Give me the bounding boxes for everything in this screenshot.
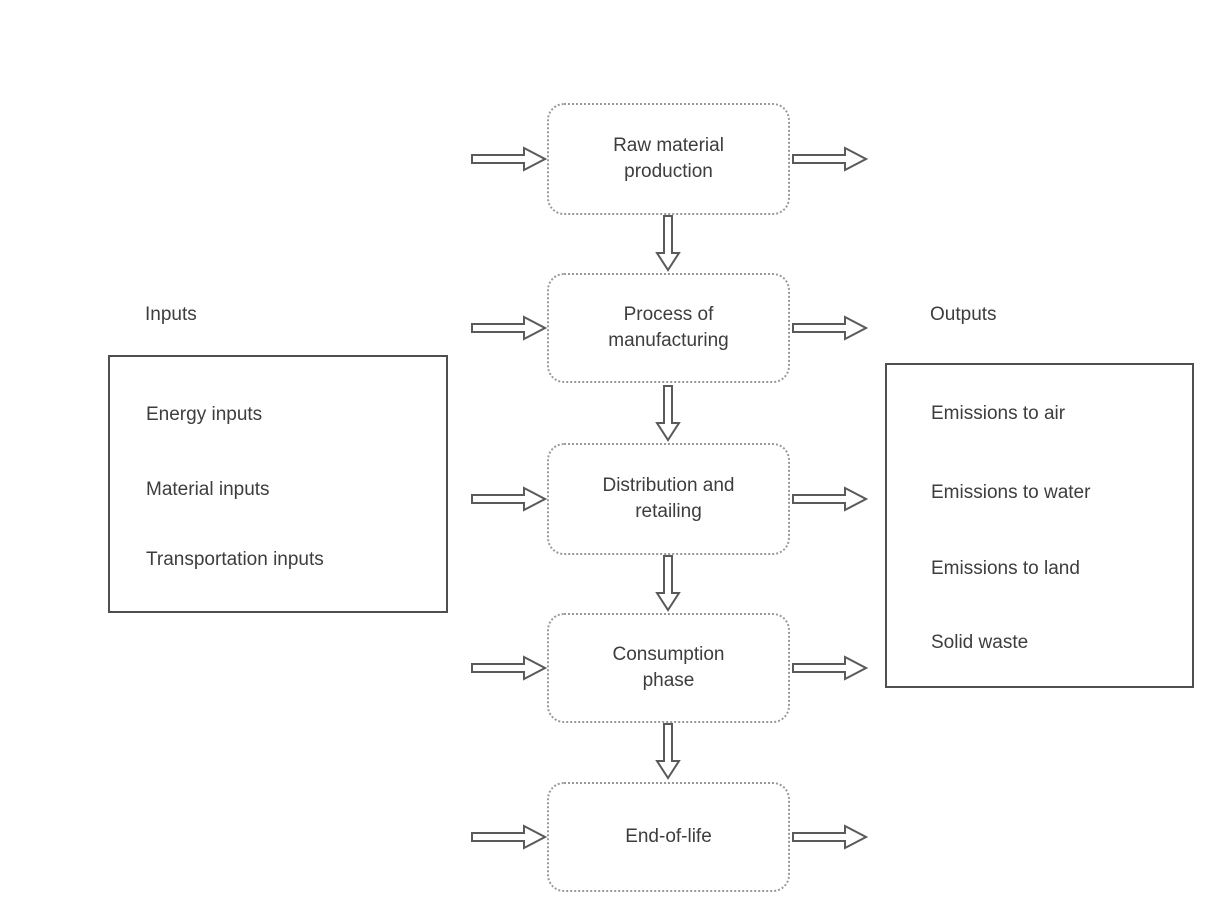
block-arrow-right-icon (471, 486, 547, 512)
block-arrow-right-icon (471, 655, 547, 681)
stage-label-line: phase (642, 670, 695, 691)
block-arrow-right-icon (471, 146, 547, 172)
stage-label-line: End-of-life (625, 826, 712, 847)
stage-box-consumption-phase: Consumption phase (547, 613, 790, 723)
block-arrow-right-icon (471, 315, 547, 341)
input-item-transportation: Transportation inputs (146, 549, 324, 570)
block-arrow-down-icon (655, 215, 681, 272)
block-arrow-right-icon (792, 824, 868, 850)
outputs-panel: Emissions to air Emissions to water Emis… (885, 363, 1194, 688)
stage-label-line: Raw material (613, 135, 724, 156)
stage-box-distribution-and-retailing: Distribution and retailing (547, 443, 790, 555)
output-item-emissions-air: Emissions to air (931, 403, 1066, 424)
stage-label-line: manufacturing (608, 330, 729, 351)
block-arrow-down-icon (655, 385, 681, 442)
inputs-panel: Energy inputs Material inputs Transporta… (108, 355, 448, 613)
output-item-solid-waste: Solid waste (931, 632, 1029, 653)
block-arrow-right-icon (792, 655, 868, 681)
stage-label-line: Distribution and (602, 475, 735, 496)
stage-box-process-of-manufacturing: Process of manufacturing (547, 273, 790, 383)
stage-box-end-of-life: End-of-life (547, 782, 790, 892)
stage-label-line: Process of (623, 304, 714, 325)
block-arrow-right-icon (792, 486, 868, 512)
output-item-emissions-water: Emissions to water (931, 482, 1091, 503)
block-arrow-down-icon (655, 555, 681, 612)
stage-label-line: retailing (635, 501, 702, 522)
outputs-heading: Outputs (930, 304, 997, 325)
output-item-emissions-land: Emissions to land (931, 558, 1080, 579)
block-arrow-right-icon (792, 146, 868, 172)
inputs-heading: Inputs (145, 304, 197, 325)
block-arrow-down-icon (655, 723, 681, 780)
block-arrow-right-icon (471, 824, 547, 850)
stage-box-raw-material-production: Raw material production (547, 103, 790, 215)
block-arrow-right-icon (792, 315, 868, 341)
input-item-energy: Energy inputs (146, 404, 263, 425)
stage-label-line: Consumption (612, 644, 725, 665)
input-item-material: Material inputs (146, 479, 270, 500)
stage-label-line: production (624, 161, 713, 182)
